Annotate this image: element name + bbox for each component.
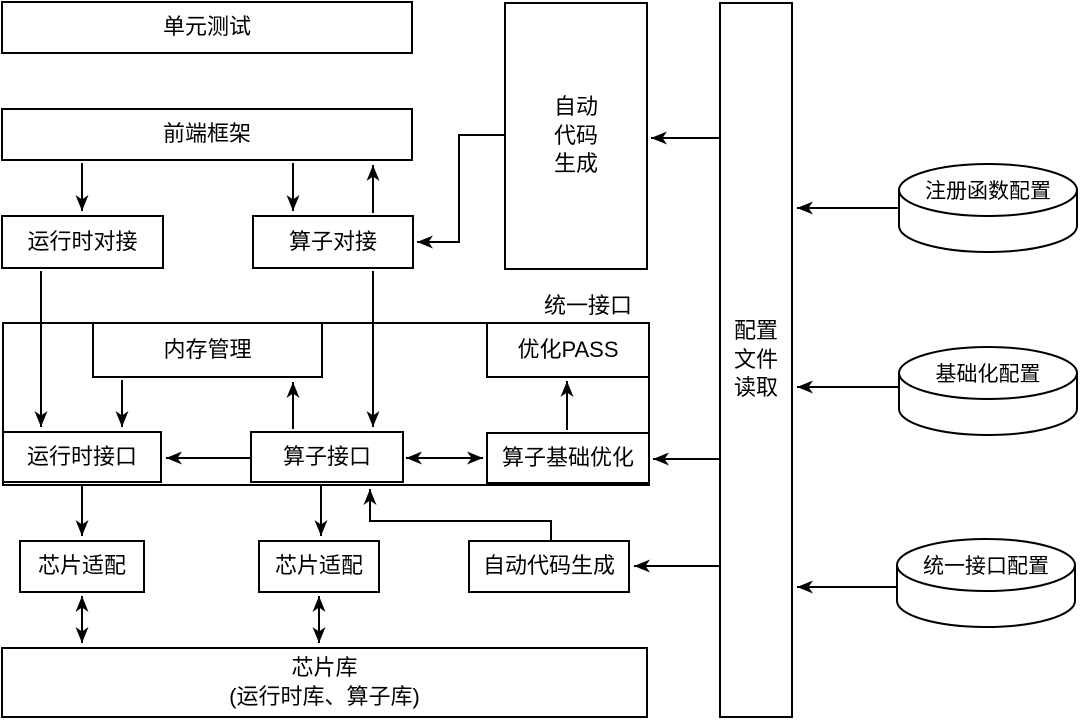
node-operator-basic-optimization: 算子基础优化 (486, 432, 650, 484)
unified-interface-group-box (2, 322, 650, 486)
cylinder-top (896, 538, 1076, 592)
node-optimization-pass-label: 优化PASS (517, 336, 619, 362)
node-chip-adaptation-operator: 芯片适配 (258, 540, 380, 593)
node-registered-function-config-label: 注册函数配置 (925, 180, 1051, 203)
edge-auto-codegen-operator-to-operator-interface (363, 489, 552, 540)
node-auto-codegen-main: 自动 代码 生成 (504, 2, 648, 270)
node-memory-management-label: 内存管理 (163, 336, 252, 362)
cylinder-top (898, 346, 1078, 400)
node-operator-interface-label: 算子接口 (282, 443, 371, 469)
node-frontend-framework-label: 前端框架 (162, 121, 251, 147)
node-chip-adaptation-runtime-label: 芯片适配 (37, 553, 126, 579)
unified-interface-group-label: 统一接口 (543, 293, 632, 318)
node-runtime-interface-label: 运行时接口 (26, 443, 137, 469)
node-config-file-reader-label: 配置 文件 读取 (733, 318, 778, 401)
node-auto-codegen-operator: 自动代码生成 (468, 540, 630, 593)
node-operator-docking-label: 算子对接 (288, 228, 377, 254)
node-frontend-framework: 前端框架 (1, 108, 413, 161)
database-cylinder-unified-interface-config (896, 538, 1076, 628)
node-auto-codegen-main-label: 自动 代码 生成 (553, 94, 598, 177)
node-optimization-pass: 优化PASS (486, 322, 650, 378)
database-cylinder-basic-config (898, 346, 1078, 436)
cylinder-top (898, 163, 1078, 217)
node-operator-docking: 算子对接 (252, 215, 414, 269)
edge-auto-codegen-main-to-operator-docking (417, 134, 504, 249)
node-unit-test: 单元测试 (1, 1, 413, 54)
node-runtime-interface: 运行时接口 (2, 431, 162, 483)
node-basic-config-label: 基础化配置 (935, 363, 1041, 386)
node-unified-interface-config-label: 统一接口配置 (923, 555, 1049, 578)
node-config-file-reader: 配置 文件 读取 (719, 2, 793, 718)
node-runtime-docking: 运行时对接 (1, 215, 164, 269)
node-chip-adaptation-operator-label: 芯片适配 (274, 553, 363, 579)
node-operator-basic-optimization-label: 算子基础优化 (501, 444, 634, 470)
node-runtime-docking-label: 运行时对接 (27, 228, 138, 254)
node-auto-codegen-operator-label: 自动代码生成 (482, 553, 615, 579)
node-chip-adaptation-runtime: 芯片适配 (19, 540, 145, 593)
node-unit-test-label: 单元测试 (162, 14, 251, 40)
database-cylinder-registered-function-config (898, 163, 1078, 253)
node-chip-library: 芯片库 (运行时库、算子库) (1, 647, 648, 718)
node-chip-library-label: 芯片库 (运行时库、算子库) (229, 654, 420, 709)
node-operator-interface: 算子接口 (250, 431, 404, 483)
node-memory-management: 内存管理 (92, 322, 323, 378)
